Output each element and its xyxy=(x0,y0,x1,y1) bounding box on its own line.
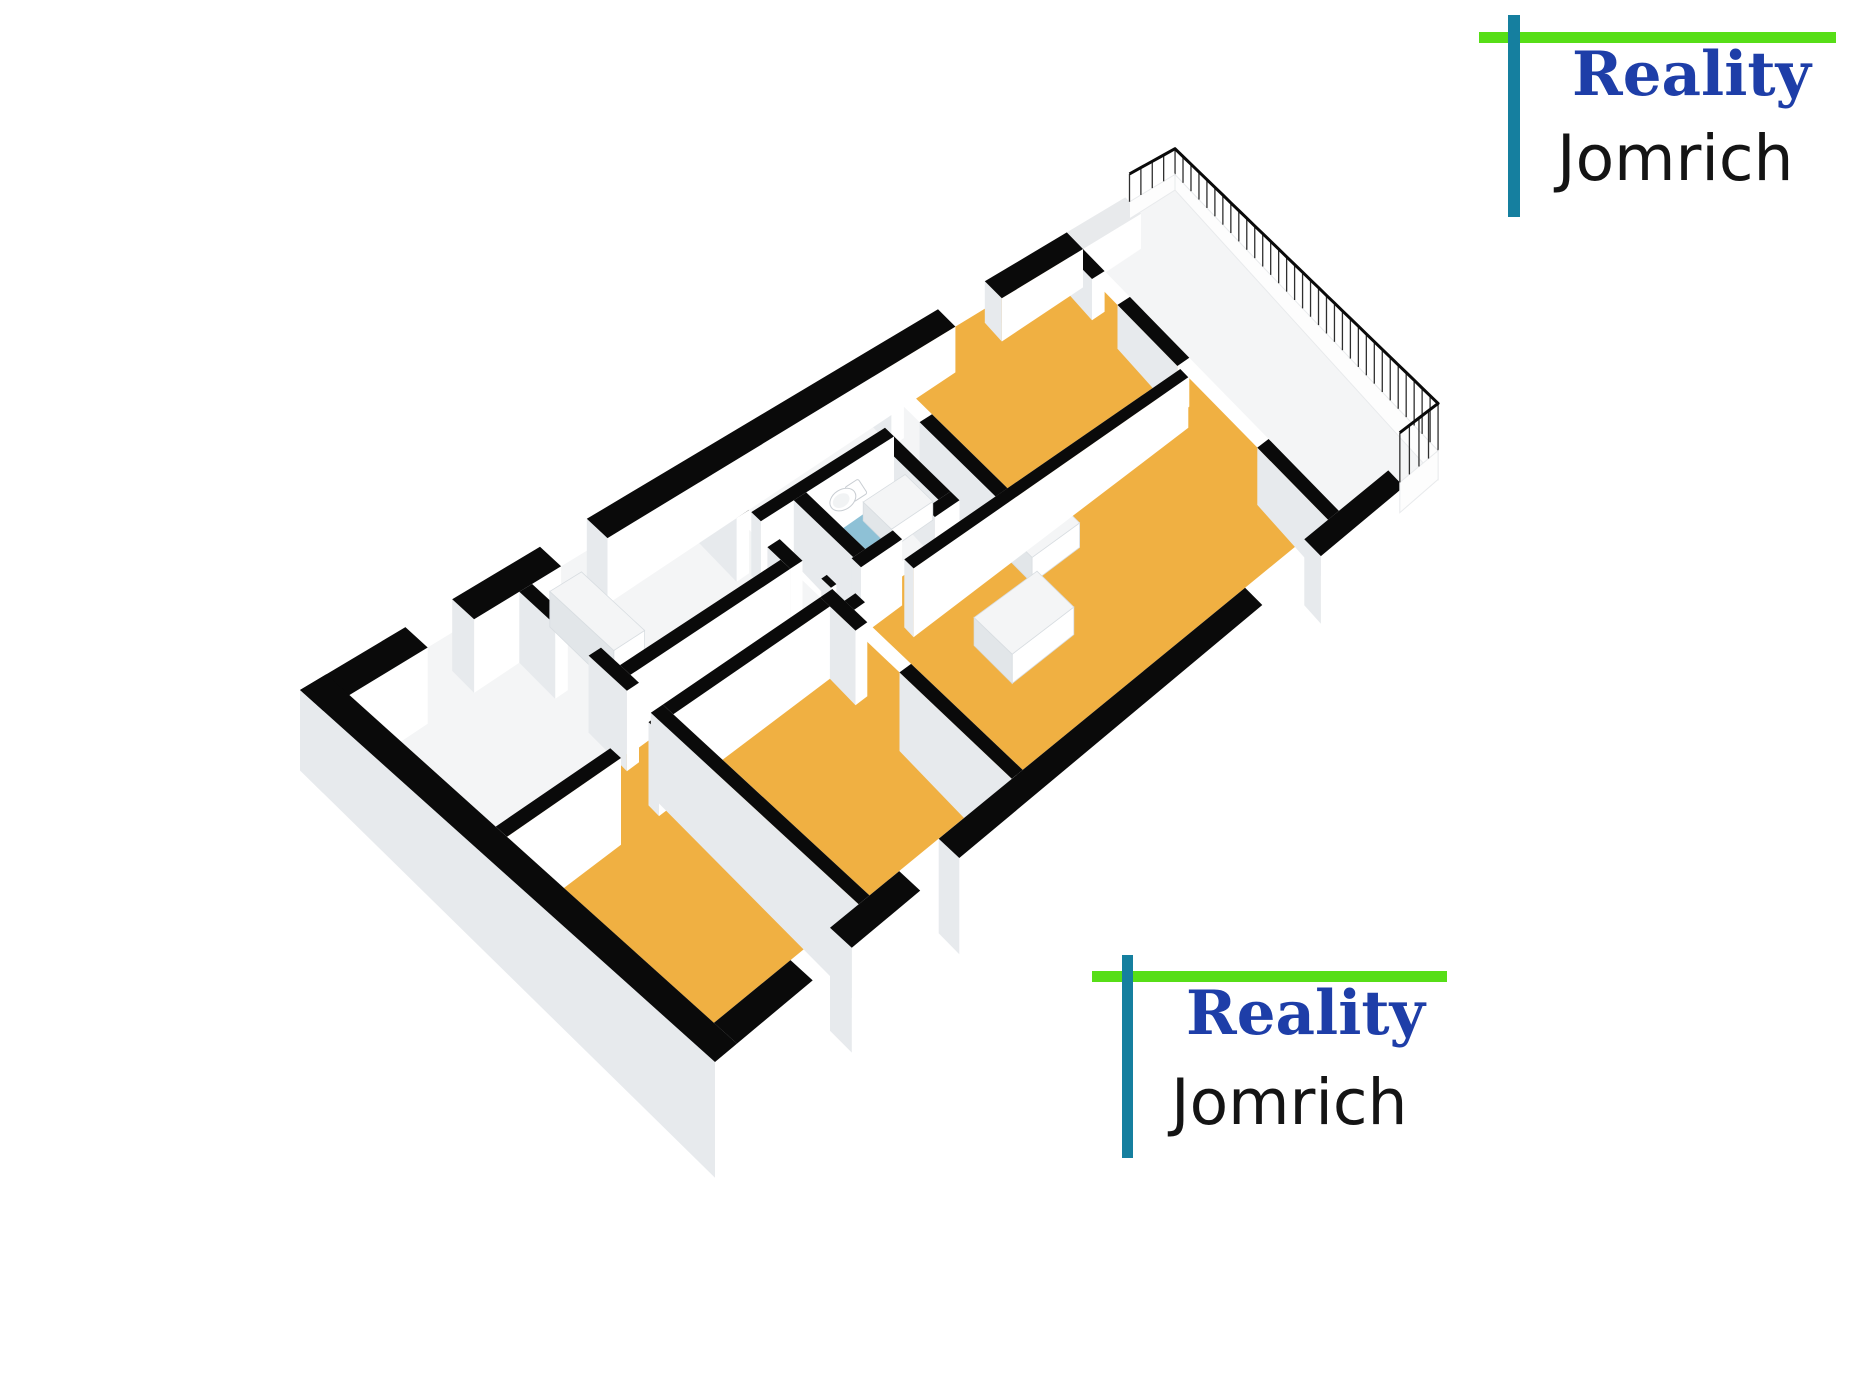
wall-top xyxy=(793,492,866,558)
wall-top xyxy=(844,593,865,610)
wall-face-side xyxy=(300,690,715,1178)
brand-name-jomrich: Jomrich xyxy=(1557,122,1794,195)
wall-top xyxy=(1304,470,1404,557)
kitchen-island-top xyxy=(973,570,1075,655)
wall-top xyxy=(899,663,1023,779)
wall-face-side xyxy=(519,591,556,699)
brand-name-reality: Reality xyxy=(1186,978,1425,1049)
wall-face-side xyxy=(904,559,914,638)
wall-top xyxy=(662,597,830,715)
logo-green-bar xyxy=(1092,971,1447,982)
wall-face xyxy=(913,377,1189,638)
wall-top xyxy=(938,587,1263,858)
wall-top xyxy=(713,960,813,1044)
wall-top xyxy=(984,232,1083,299)
balcony-slab-face xyxy=(1399,449,1439,514)
logo-green-bar xyxy=(1479,32,1836,43)
wall-face xyxy=(861,539,903,636)
wall-top xyxy=(919,414,1008,497)
wall-top xyxy=(586,309,956,539)
wall-top xyxy=(904,369,1189,569)
wall-face-side xyxy=(938,838,960,955)
wall-face-side xyxy=(830,927,852,1053)
wall-face-side xyxy=(588,655,627,772)
wall-top xyxy=(588,647,639,691)
logo-teal-bar xyxy=(1122,955,1133,1158)
wall-top xyxy=(1257,439,1339,520)
wall-face-side xyxy=(1304,539,1321,624)
wall-face xyxy=(851,890,921,1053)
wall-top xyxy=(881,436,951,500)
wall-face-side xyxy=(984,281,1002,342)
wall-face xyxy=(1001,249,1083,342)
railing-top-rail xyxy=(1128,147,1440,434)
wall-top xyxy=(300,674,737,1062)
wall-face-side xyxy=(452,599,475,693)
brand-name-reality: Reality xyxy=(1572,39,1811,110)
wall-top xyxy=(620,559,791,675)
wall-face-side xyxy=(793,500,854,625)
wall-top xyxy=(650,704,870,905)
wall-face xyxy=(715,1043,737,1178)
wall-top xyxy=(495,748,621,837)
wall-face xyxy=(736,510,750,582)
wall-face xyxy=(959,605,1263,955)
brand-name-jomrich: Jomrich xyxy=(1171,1066,1408,1139)
wall-face-side xyxy=(751,512,761,586)
storage-counter-top xyxy=(549,571,646,652)
wall-face xyxy=(855,622,868,706)
wall-face xyxy=(1092,271,1105,321)
wall-top xyxy=(751,427,894,522)
floor-loggia xyxy=(1071,174,1439,524)
floor-bedroom-1 xyxy=(885,256,1181,489)
wall-top xyxy=(925,491,960,517)
floor-living-room xyxy=(854,377,1329,770)
wall-top xyxy=(830,871,921,948)
wall-top xyxy=(1117,296,1190,366)
wall-face xyxy=(737,980,813,1158)
wall-glazed-top-top xyxy=(1066,197,1141,249)
toilet xyxy=(829,479,868,512)
wall-face-side xyxy=(650,712,859,1005)
logo-teal-bar xyxy=(1508,15,1520,217)
wall-face xyxy=(626,682,639,772)
bathtub-top xyxy=(862,473,934,530)
wall-top xyxy=(767,539,803,569)
wall-face xyxy=(673,606,830,797)
wall-top xyxy=(452,546,562,620)
wall-top xyxy=(820,589,868,631)
wall-face xyxy=(1320,486,1404,624)
wall-face xyxy=(607,326,956,605)
wall-top xyxy=(821,574,837,588)
wall-top xyxy=(851,530,903,568)
